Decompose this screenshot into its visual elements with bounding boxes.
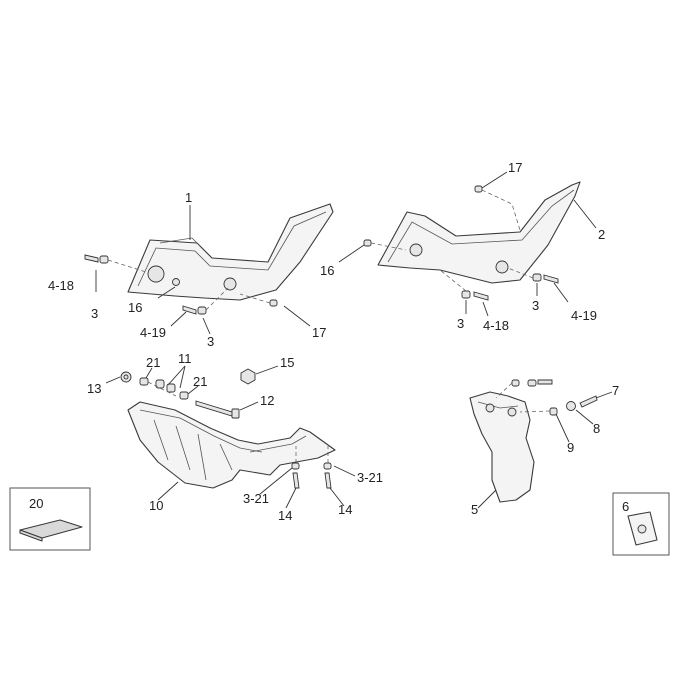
callout-21: 21	[193, 374, 207, 389]
callout-3: 3	[207, 334, 214, 349]
callout-14: 14	[338, 502, 352, 517]
callout-5: 5	[471, 502, 478, 517]
callout-12: 12	[260, 393, 274, 408]
callout-9: 9	[567, 440, 574, 455]
kit-box-20	[9, 487, 91, 551]
callout-3: 3	[532, 298, 539, 313]
assembly-lines	[107, 189, 551, 463]
leader-lines	[95, 171, 613, 509]
part-1-left-fairing	[127, 203, 334, 301]
callout-20: 20	[29, 496, 43, 511]
callout-1: 1	[185, 190, 192, 205]
callout-3: 3	[91, 306, 98, 321]
part-2-right-fairing	[377, 181, 581, 284]
part-5-front-bracket	[469, 391, 535, 503]
callout-4-18: 4-18	[483, 318, 509, 333]
callout-11: 11	[178, 351, 192, 366]
callout-4-19: 4-19	[140, 325, 166, 340]
callout-3-21: 3-21	[357, 470, 383, 485]
callout-17: 17	[508, 160, 522, 175]
callout-13: 13	[87, 381, 101, 396]
callout-17: 17	[312, 325, 326, 340]
callout-2: 2	[598, 227, 605, 242]
callout-14: 14	[278, 508, 292, 523]
callout-labels: 1 2 4-18 3 16 4-19 3 17 17 16 3 4-18 3 4…	[29, 160, 629, 523]
callout-21: 21	[146, 355, 160, 370]
callout-6: 6	[622, 499, 629, 514]
callout-7: 7	[612, 383, 619, 398]
callout-16: 16	[128, 300, 142, 315]
callout-10: 10	[149, 498, 163, 513]
callout-16: 16	[320, 263, 334, 278]
part-10-belly-pan	[127, 401, 336, 489]
callout-15: 15	[280, 355, 294, 370]
callout-8: 8	[593, 421, 600, 436]
callout-4-18: 4-18	[48, 278, 74, 293]
callout-4-19: 4-19	[571, 308, 597, 323]
kit-box-6	[612, 492, 670, 556]
callout-3-21: 3-21	[243, 491, 269, 506]
callout-3: 3	[457, 316, 464, 331]
